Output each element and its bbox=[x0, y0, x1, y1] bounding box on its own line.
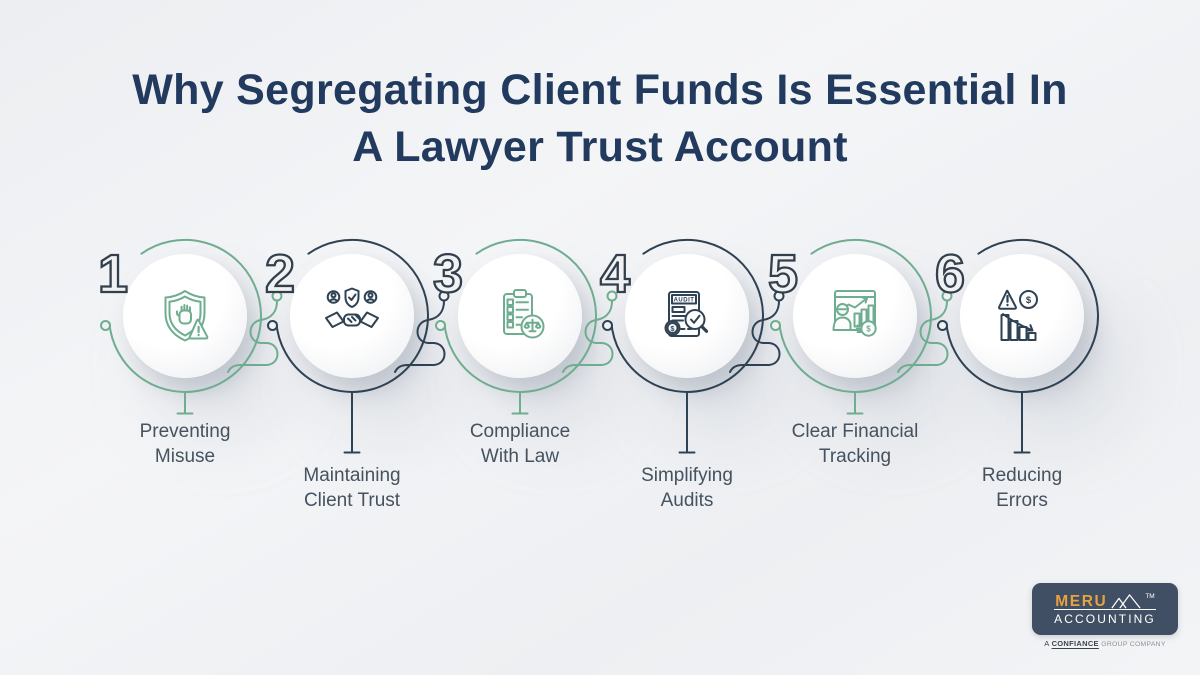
financial-presentation-icon: $ bbox=[832, 290, 877, 337]
step-1: 1 Preventing Misuse bbox=[85, 230, 285, 520]
step-ring bbox=[778, 239, 933, 393]
title-line-1: Why Segregating Client Funds Is Essentia… bbox=[132, 66, 1068, 114]
step-number: 6 bbox=[935, 244, 965, 304]
audit-report-magnifier-icon: AUDIT $ bbox=[664, 291, 709, 337]
title-line-2: A Lawyer Trust Account bbox=[352, 123, 848, 172]
svg-text:$: $ bbox=[1026, 295, 1032, 306]
tagline-prefix: A bbox=[1044, 639, 1050, 648]
connector-squiggle bbox=[394, 290, 450, 373]
ring-end-dot bbox=[937, 320, 948, 331]
step-ring bbox=[108, 239, 263, 393]
trademark-symbol: TM bbox=[1145, 592, 1155, 600]
connector-squiggle bbox=[897, 290, 953, 373]
step-number: 3 bbox=[433, 244, 463, 304]
ring-end-dot bbox=[267, 320, 278, 331]
step-2: 2 Maintaining Client Trust bbox=[252, 230, 452, 520]
connector-squiggle bbox=[227, 290, 283, 373]
logo-sub-text: ACCOUNTING bbox=[1054, 611, 1156, 626]
svg-text:$: $ bbox=[670, 324, 675, 333]
step-ring bbox=[610, 239, 765, 393]
step-6: 6 $ Reducing Errors bbox=[922, 230, 1122, 520]
ring-end-dot bbox=[435, 320, 446, 331]
step-number: 2 bbox=[265, 244, 295, 304]
error-declining-chart-icon: $ bbox=[998, 289, 1038, 341]
label-connector-line bbox=[511, 391, 529, 415]
step-ring bbox=[275, 239, 430, 393]
label-connector-line bbox=[176, 391, 194, 415]
label-connector-line bbox=[846, 391, 864, 415]
step-number: 5 bbox=[768, 244, 798, 304]
logo-tagline: A CONFIANCE GROUP COMPANY bbox=[1032, 639, 1178, 648]
checklist-justice-scale-icon bbox=[503, 289, 545, 339]
connector-squiggle bbox=[562, 290, 618, 373]
step-label: Reducing Errors bbox=[981, 465, 1063, 511]
label-connector-line bbox=[343, 391, 361, 454]
step-label: Simplifying Audits bbox=[641, 465, 733, 511]
ring-end-dot bbox=[100, 320, 111, 331]
step-label: Maintaining Client Trust bbox=[303, 465, 401, 511]
label-connector-line bbox=[1013, 391, 1031, 454]
step-label: Clear Financial Tracking bbox=[791, 421, 919, 467]
step-6-circle bbox=[960, 254, 1084, 378]
connector-squiggle bbox=[729, 290, 785, 373]
page-title: Why Segregating Client Funds Is Essentia… bbox=[0, 62, 1200, 176]
logo-top-row: MERU TM bbox=[1054, 592, 1156, 610]
step-ring bbox=[443, 239, 598, 393]
svg-text:AUDIT: AUDIT bbox=[674, 298, 695, 304]
handshake-trust-icon bbox=[325, 287, 379, 328]
ring-end-dot bbox=[770, 320, 781, 331]
svg-text:$: $ bbox=[866, 325, 871, 334]
shield-stop-hand-icon bbox=[164, 290, 209, 342]
step-5: 5 $ Clear Financial Tr bbox=[755, 230, 955, 520]
step-label: Preventing Misuse bbox=[139, 421, 231, 467]
tagline-brand: CONFIANCE bbox=[1051, 639, 1099, 648]
mountain-logo-icon bbox=[1111, 594, 1141, 609]
logo-brand-text: MERU bbox=[1055, 592, 1108, 610]
step-4: 4 AUDIT $ Simplifying Audits bbox=[587, 230, 787, 520]
step-3: 3 bbox=[420, 230, 620, 520]
step-number: 1 bbox=[98, 244, 128, 304]
step-label: Compliance With Law bbox=[469, 421, 571, 467]
step-ring bbox=[945, 239, 1100, 393]
tagline-suffix: GROUP COMPANY bbox=[1101, 641, 1166, 648]
meru-accounting-logo: MERU TM ACCOUNTING bbox=[1032, 583, 1178, 635]
step-number: 4 bbox=[600, 244, 630, 304]
ring-end-dot bbox=[602, 320, 613, 331]
label-connector-line bbox=[678, 391, 696, 454]
